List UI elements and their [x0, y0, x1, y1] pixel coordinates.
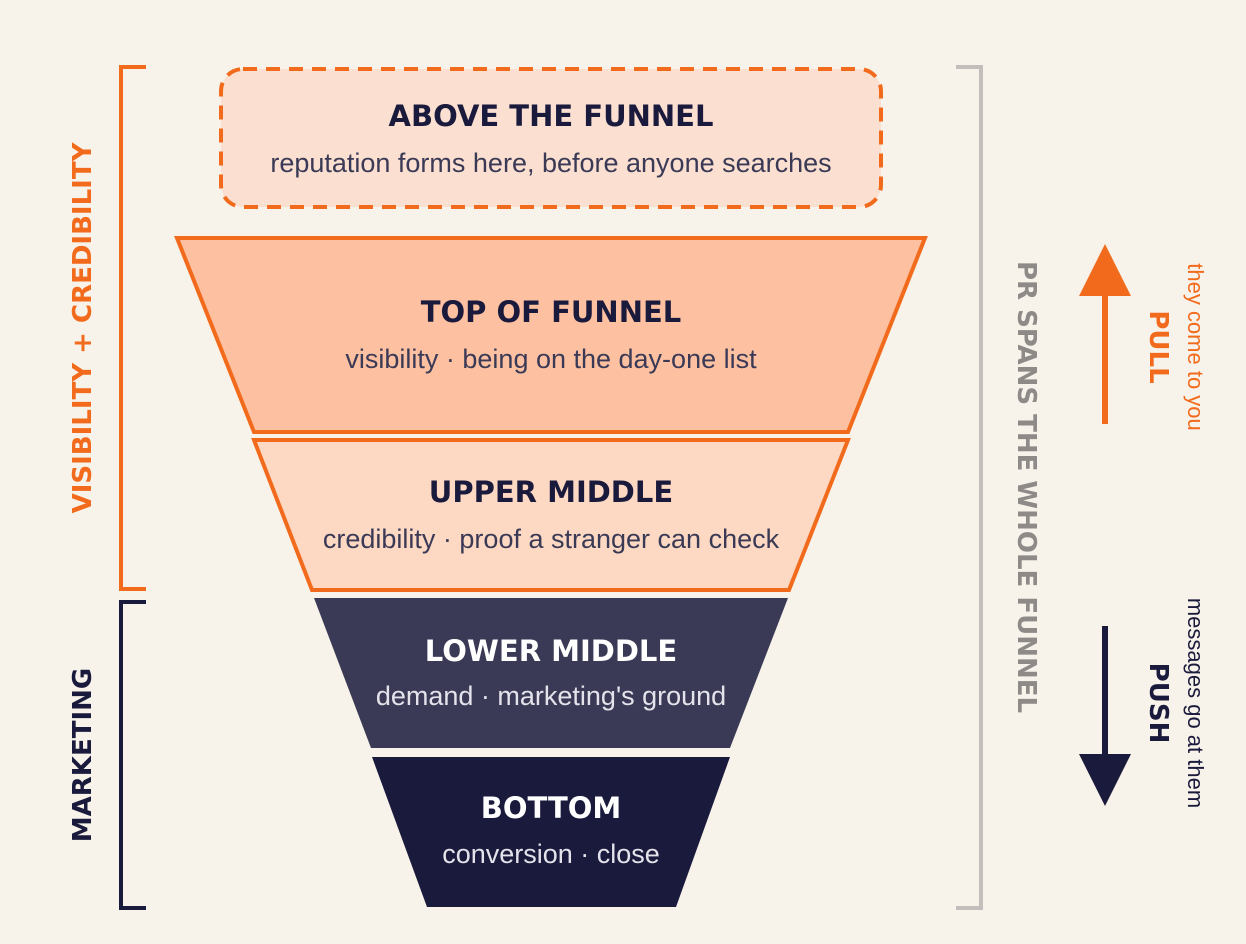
push-label: PUSH [1143, 663, 1173, 744]
stage-above-title: ABOVE THE FUNNEL [389, 99, 714, 133]
stage-lower-title: LOWER MIDDLE [425, 634, 677, 668]
stage-upper-subtitle: credibility · proof a stranger can check [323, 524, 780, 554]
stage-bottom-shape [372, 757, 730, 907]
pull-label: PULL [1143, 310, 1173, 383]
bracket-visibility [119, 65, 146, 591]
stage-lower-subtitle: demand · marketing's ground [376, 681, 726, 711]
pull-arrow-icon [1079, 244, 1131, 296]
bracket-marketing-label: MARKETING [68, 668, 98, 842]
stage-bottom-subtitle: conversion · close [442, 839, 660, 869]
stage-bottom-title: BOTTOM [481, 791, 622, 825]
stage-lower-shape [314, 598, 788, 748]
stage-upper-shape [251, 438, 851, 592]
stage-above-box [219, 67, 883, 209]
bracket-pr [956, 65, 983, 910]
pull-note: they come to you [1183, 263, 1208, 431]
stage-top-subtitle: visibility · being on the day-one list [345, 344, 757, 374]
stage-upper-title: UPPER MIDDLE [429, 475, 673, 509]
bracket-visibility-label: VISIBILITY + CREDIBILITY [68, 141, 98, 513]
bracket-marketing [119, 600, 146, 910]
stage-above-subtitle: reputation forms here, before anyone sea… [270, 148, 831, 178]
push-arrow-icon [1079, 754, 1131, 806]
push-note: messages go at them [1183, 598, 1208, 808]
stage-top-shape [174, 236, 928, 434]
bracket-pr-label: PR SPANS THE WHOLE FUNNEL [1011, 261, 1041, 713]
stage-top-title: TOP OF FUNNEL [421, 295, 682, 329]
